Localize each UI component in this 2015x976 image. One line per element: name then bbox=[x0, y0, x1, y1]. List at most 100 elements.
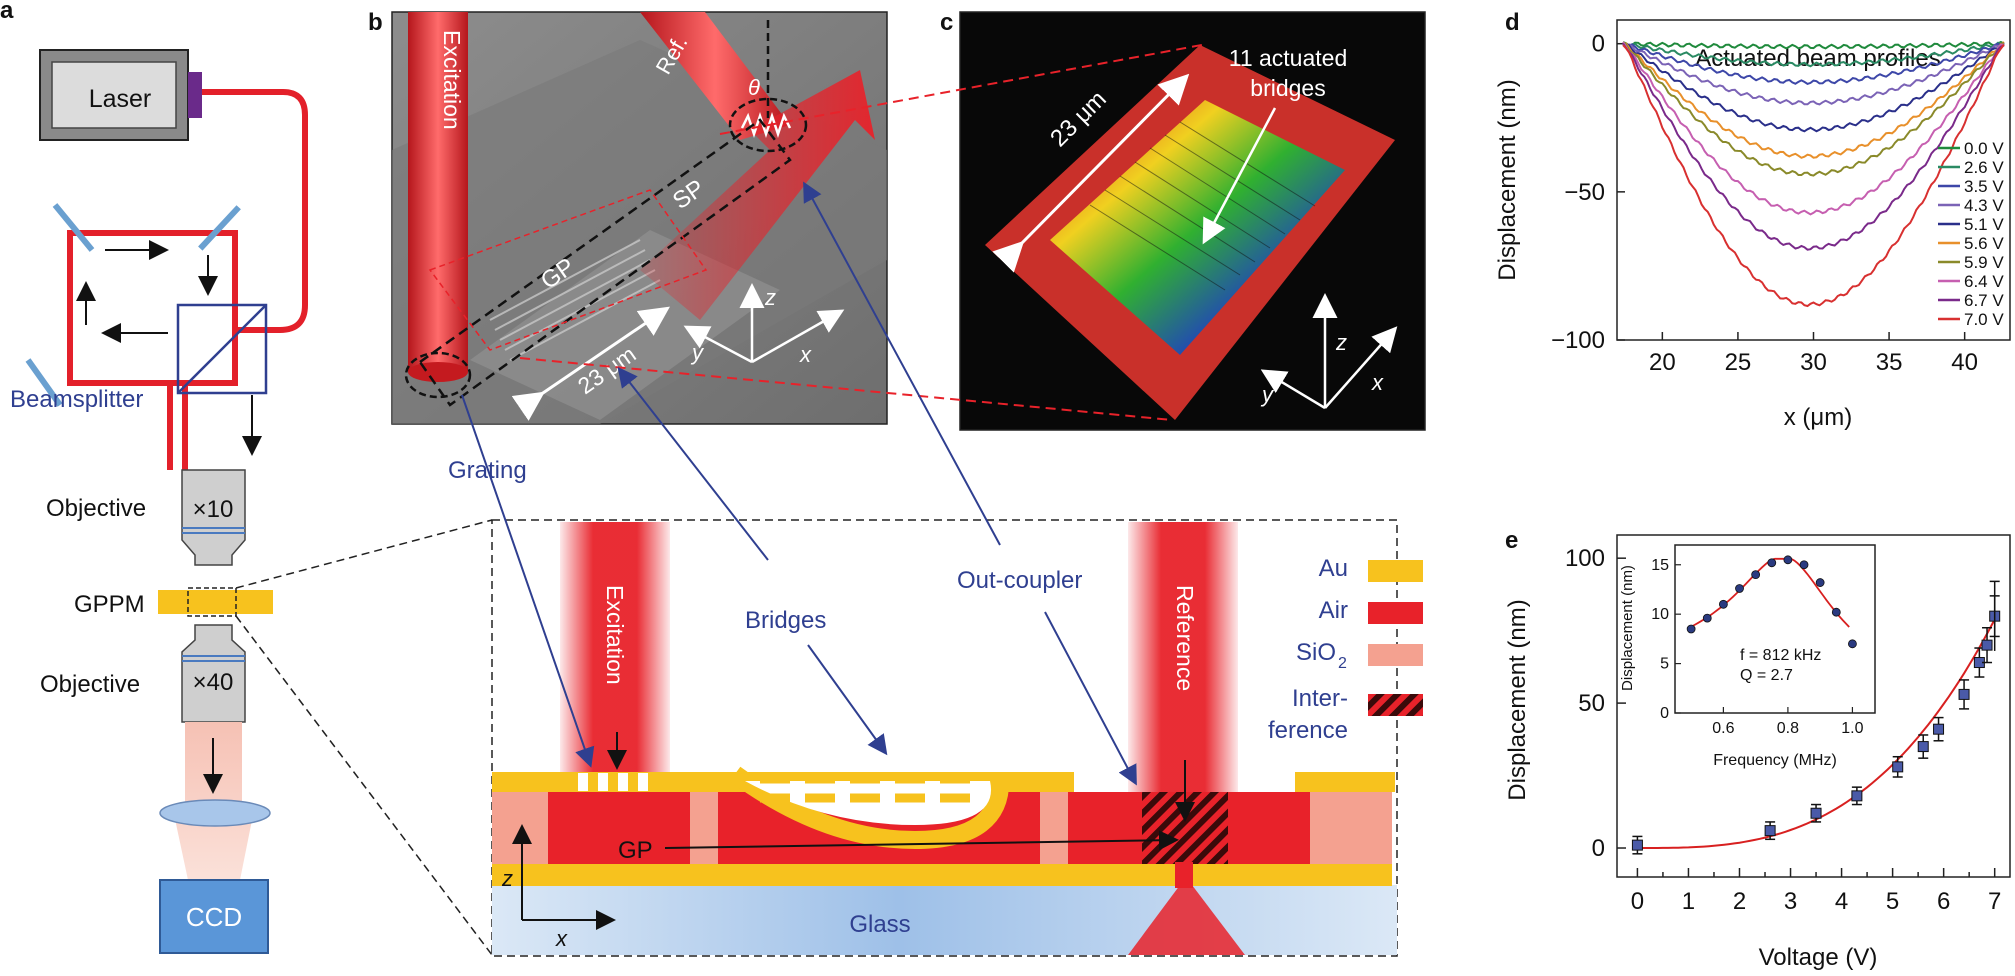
beamsplitter: Beamsplitter bbox=[10, 303, 268, 413]
chart-d-series-line bbox=[1622, 43, 2005, 106]
chart-e-point bbox=[1851, 790, 1863, 802]
chart-e-ylabel: Displacement (nm) bbox=[1504, 599, 1531, 800]
mirror-bottom-left bbox=[25, 358, 63, 407]
chart-e-point bbox=[1917, 741, 1929, 753]
chart-d-series-line bbox=[1622, 43, 2005, 251]
inset-ytick-label: 10 bbox=[1651, 606, 1669, 623]
chart-d-legend-label: 5.9 V bbox=[1964, 253, 2004, 272]
chart-e-xtick-label: 4 bbox=[1835, 888, 1848, 915]
objective-label-1: Objective bbox=[46, 495, 146, 522]
chart-d-xlabel: x (μm) bbox=[1784, 404, 1852, 431]
gppm-label: GPPM bbox=[74, 591, 145, 618]
chart-e-marks bbox=[1631, 580, 2001, 855]
chart-e-xtick-label: 1 bbox=[1682, 888, 1695, 915]
panel-label-d: d bbox=[1505, 9, 1520, 36]
chart-d-series-line bbox=[1622, 41, 2005, 216]
legend-interference-1: Inter- bbox=[1292, 685, 1348, 712]
chart-e-point bbox=[1810, 807, 1822, 819]
connector-b-c-bottom bbox=[519, 357, 1173, 421]
chart-d-legend: 0.0 V2.6 V3.5 V4.3 V5.1 V5.6 V5.9 V6.4 V… bbox=[1938, 139, 2004, 329]
chart-d-xtick-label: 25 bbox=[1725, 349, 1752, 376]
chart-d-ytick-label: −100 bbox=[1551, 327, 1605, 354]
bridges-label: Bridges bbox=[745, 607, 826, 634]
outcoupler-label: Out-coupler bbox=[957, 567, 1082, 594]
panel-label-c: c bbox=[940, 9, 953, 36]
inset-ytick-label: 5 bbox=[1660, 656, 1669, 673]
chart-d-legend-label: 3.5 V bbox=[1964, 177, 2004, 196]
panel-label-e: e bbox=[1505, 527, 1518, 554]
chart-d-series-line bbox=[1622, 43, 2005, 308]
chart-e-ytick-label: 100 bbox=[1565, 545, 1605, 572]
chart-d-ylabel: Displacement (nm) bbox=[1494, 79, 1521, 280]
chart-d-series bbox=[1622, 40, 2005, 308]
inset-xtick-label: 0.8 bbox=[1777, 720, 1799, 737]
sem-excitation-label: Excitation bbox=[439, 30, 465, 130]
chart-d-legend-label: 2.6 V bbox=[1964, 158, 2004, 177]
legend-interference-2: ference bbox=[1268, 717, 1348, 744]
chart-d-series-line bbox=[1622, 42, 2005, 86]
inset-annot-f: f = 812 kHz bbox=[1740, 647, 1821, 664]
inset-point bbox=[1718, 599, 1728, 609]
chart-e-point bbox=[1892, 761, 1904, 773]
lens bbox=[159, 799, 271, 827]
sem-theta: θ bbox=[748, 75, 760, 100]
inset-marks bbox=[1686, 555, 1857, 649]
chart-d-legend-label: 5.6 V bbox=[1964, 234, 2004, 253]
inset-point bbox=[1751, 570, 1761, 580]
chart-e-point bbox=[1958, 688, 1970, 700]
laser-label: Laser bbox=[89, 85, 152, 113]
legend-au: Au bbox=[1319, 555, 1348, 582]
sem-axis-y: y bbox=[690, 340, 705, 365]
chart-e-xtick-label: 5 bbox=[1886, 888, 1899, 915]
chart-e-ytick-label: 50 bbox=[1578, 690, 1605, 717]
afm-axis-y: y bbox=[1260, 382, 1275, 407]
schematic-legend: Au Air SiO 2 Inter- ference bbox=[1268, 555, 1423, 744]
mirror-top-left bbox=[52, 203, 95, 252]
inset-point bbox=[1686, 624, 1696, 634]
inset-point bbox=[1848, 639, 1857, 649]
panel-label-b: b bbox=[368, 9, 383, 36]
objective-label-2: Objective bbox=[40, 671, 140, 698]
chart-e-ytick-label: 0 bbox=[1592, 835, 1605, 862]
chart-d-series-line bbox=[1622, 40, 2005, 50]
mirror-top-right bbox=[198, 205, 241, 251]
chart-d-series-line bbox=[1622, 41, 2005, 68]
inset-point bbox=[1799, 560, 1809, 570]
chart-e-xtick-label: 0 bbox=[1631, 888, 1644, 915]
chart-d-ytick-label: 0 bbox=[1592, 31, 1605, 58]
inset-xlabel: Frequency (MHz) bbox=[1713, 752, 1837, 769]
afm-title-1: 11 actuated bbox=[1229, 45, 1348, 71]
chart-e-point bbox=[1631, 839, 1643, 851]
chart-d-legend-label: 4.3 V bbox=[1964, 196, 2004, 215]
chart-e-xtick-label: 2 bbox=[1733, 888, 1746, 915]
chart-d-ytick-label: −50 bbox=[1564, 179, 1605, 206]
inset-annot-q: Q = 2.7 bbox=[1740, 667, 1793, 684]
chart-d-xtick-label: 20 bbox=[1649, 349, 1676, 376]
chart-d-title: Actuated beam profiles bbox=[1695, 45, 1940, 72]
chart-d-series-line bbox=[1622, 41, 2005, 159]
chart-d-series-line bbox=[1622, 41, 2005, 133]
panel-d-chart: d Actuated beam profiles Displacement (n… bbox=[1494, 9, 2011, 431]
glass-label: Glass bbox=[849, 911, 910, 938]
legend-air: Air bbox=[1319, 597, 1348, 624]
chart-d-legend-label: 7.0 V bbox=[1964, 310, 2004, 329]
chart-e-point bbox=[1933, 723, 1945, 735]
inset-ytick-label: 0 bbox=[1660, 705, 1669, 722]
chart-d-xtick-label: 40 bbox=[1951, 349, 1978, 376]
gppm-sample: GPPM bbox=[74, 587, 273, 618]
mag-10x: ×10 bbox=[193, 496, 234, 523]
chart-e-point bbox=[1764, 825, 1776, 837]
inset-point bbox=[1702, 613, 1712, 623]
zoom-line-bottom bbox=[235, 615, 493, 956]
laser-box: Laser bbox=[39, 49, 202, 141]
inset-xtick-label: 0.6 bbox=[1712, 720, 1734, 737]
chart-e-xtick-label: 6 bbox=[1937, 888, 1950, 915]
ccd-label: CCD bbox=[186, 902, 242, 932]
panel-c-afm: c 23 μm 11 actuated bridges z y x bbox=[940, 9, 1426, 431]
inset-point bbox=[1815, 578, 1825, 587]
sem-axis-x: x bbox=[799, 342, 812, 367]
